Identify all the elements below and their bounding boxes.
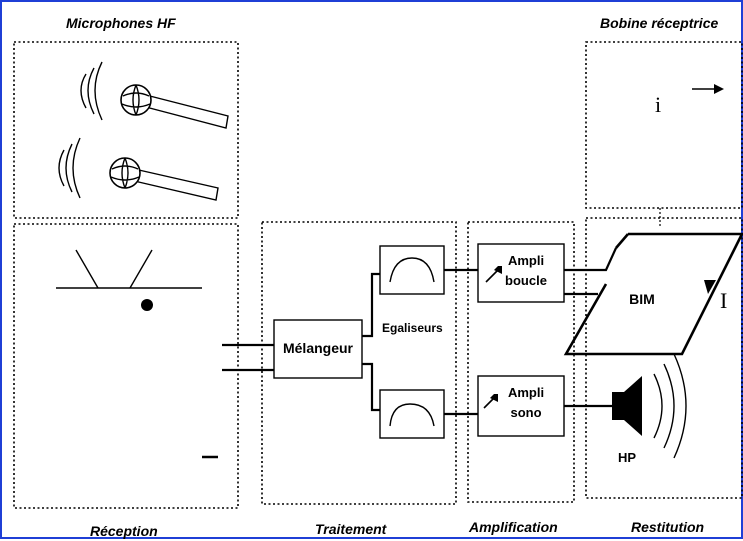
wire-ampli-bim-1: [564, 247, 618, 272]
ampli-sono-label-1: Ampli: [508, 385, 544, 400]
traitement-panel: [261, 221, 457, 505]
receiver-antenna-icon: [56, 249, 218, 459]
title-traitement: Traitement: [315, 521, 388, 537]
gain-arrow-icon: [485, 266, 502, 283]
right-arrow-icon: [692, 84, 724, 94]
egaliseur-top-block: [379, 245, 445, 295]
loudspeaker-icon: [612, 353, 687, 459]
ampli-boucle-label-1: Ampli: [508, 253, 544, 268]
bim-loop: [563, 232, 743, 356]
bim-label: BIM: [629, 291, 655, 307]
eq-curve-icon: [389, 257, 435, 283]
gain-arrow-icon: [483, 394, 498, 409]
current-arrow-icon: [704, 280, 716, 294]
egaliseurs-label: Egaliseurs: [382, 321, 443, 335]
current-large-label: I: [720, 288, 727, 313]
ampli-sono-label-2: sono: [510, 405, 541, 420]
current-small-label: i: [655, 92, 661, 117]
restitution-panel: [585, 217, 743, 499]
ampli-sono-block: [477, 375, 565, 437]
title-amplification: Amplification: [468, 519, 558, 535]
egaliseur-bottom-block: [379, 389, 445, 439]
hp-label: HP: [618, 450, 636, 465]
microphone-icon: [58, 137, 219, 201]
eq-curve-icon: [389, 403, 435, 427]
melangeur-block: [273, 319, 363, 379]
title-microphones: Microphones HF: [66, 15, 176, 31]
reception-panel: [13, 223, 239, 509]
microphone-icon: [80, 61, 229, 129]
ampli-boucle-block: [477, 243, 565, 303]
microphones-panel: [13, 41, 239, 219]
title-restitution: Restitution: [631, 519, 704, 535]
ampli-boucle-label-2: boucle: [505, 273, 547, 288]
bobine-panel: [585, 41, 743, 209]
title-bobine: Bobine réceptrice: [600, 15, 718, 31]
wire-mixer-eq-bottom: [362, 362, 380, 412]
title-reception: Réception: [90, 523, 158, 539]
wire-mixer-eq-top: [362, 272, 380, 338]
amplification-panel: [467, 221, 575, 503]
melangeur-label: Mélangeur: [283, 340, 354, 356]
